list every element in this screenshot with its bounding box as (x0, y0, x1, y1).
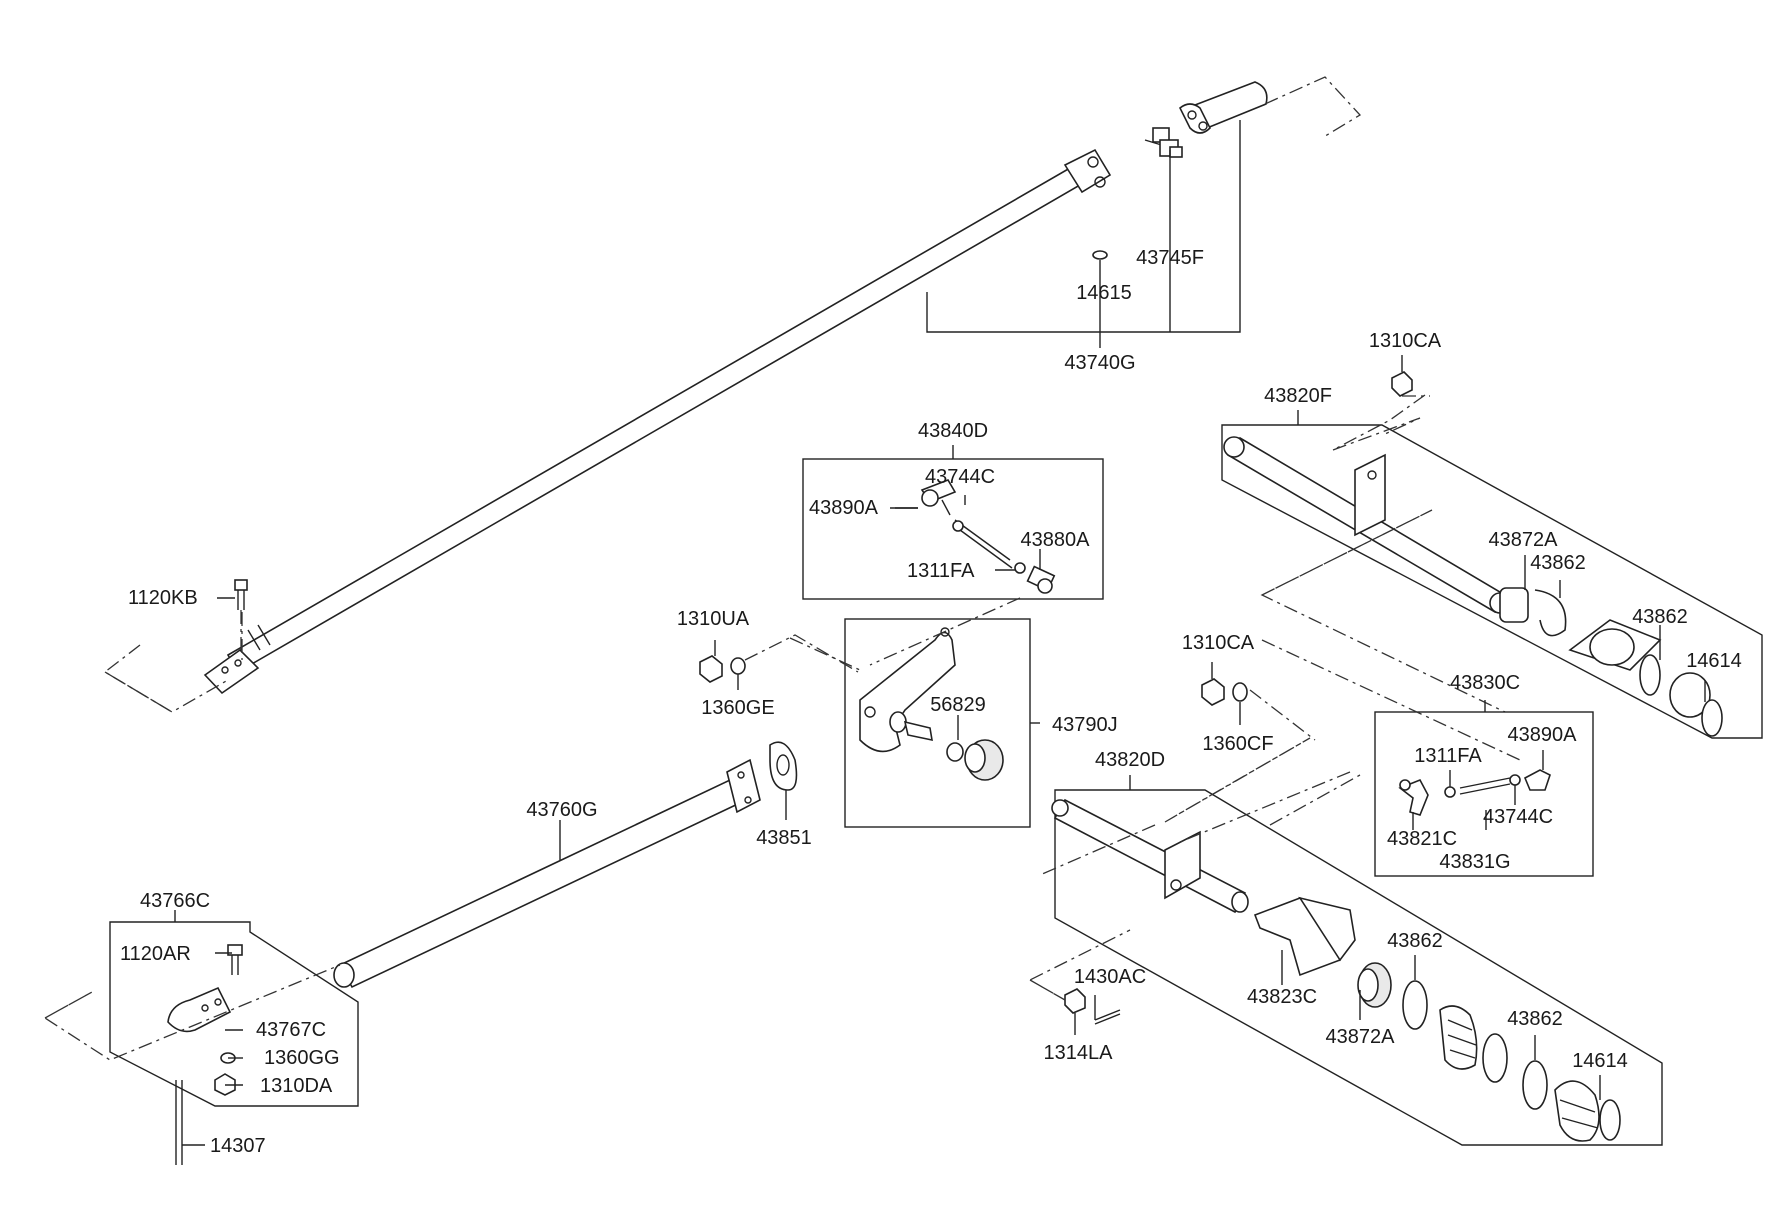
label-43862-c: 43862 (1387, 930, 1443, 952)
label-43862-a: 43862 (1530, 552, 1586, 574)
boot-bottom (1439, 1005, 1478, 1070)
label-1310CA-mid: 1310CA (1182, 632, 1255, 654)
washer-1360GE (730, 657, 746, 690)
label-1360GE: 1360GE (701, 697, 774, 719)
label-1310UA: 1310UA (677, 608, 750, 630)
label-14614-bottom: 14614 (1572, 1050, 1628, 1072)
snap-ring-43862-b (1639, 654, 1661, 696)
ring-14614-top (1701, 699, 1723, 737)
assembly-43830C (1179, 639, 1594, 877)
label-43872A-bottom: 43872A (1326, 1026, 1396, 1048)
label-1310DA: 1310DA (260, 1075, 333, 1097)
label-43744C-right: 43744C (1483, 806, 1553, 828)
label-43820F: 43820F (1264, 385, 1332, 407)
tie-rod-43880A (920, 479, 1056, 594)
bolt-1120KB (234, 579, 248, 650)
assembly-43790J (789, 597, 1040, 828)
label-43744C-top: 43744C (925, 466, 995, 488)
label-1311FA-right: 1311FA (1414, 745, 1482, 767)
bearing-43872A-top (1499, 587, 1529, 623)
label-43862-d: 43862 (1507, 1008, 1563, 1030)
universal-joint-cross (1144, 127, 1183, 158)
label-43830C: 43830C (1450, 672, 1520, 694)
nut-1314LA (1064, 988, 1086, 1035)
label-1120AR: 1120AR (120, 943, 191, 965)
nut-1310CA-top (1391, 355, 1413, 397)
washer-14615 (1092, 250, 1108, 260)
label-43880A: 43880A (1021, 529, 1091, 551)
label-1360GG: 1360GG (264, 1047, 340, 1069)
bracket-43823C (1253, 896, 1356, 985)
stud-14307 (175, 1080, 205, 1165)
label-43862-b: 43862 (1632, 606, 1688, 628)
label-43890A-top: 43890A (809, 497, 879, 519)
label-14307: 14307 (210, 1135, 266, 1157)
assembly-43766C (43, 910, 359, 1107)
label-43851: 43851 (756, 827, 812, 849)
snap-ring-43862-d (1522, 1060, 1548, 1110)
label-1360CF: 1360CF (1202, 733, 1273, 755)
label-56829: 56829 (930, 694, 986, 716)
label-43840D: 43840D (918, 420, 988, 442)
label-43790J: 43790J (1052, 714, 1118, 736)
label-1120KB: 1120KB (128, 587, 198, 609)
shaft-43760G (333, 741, 798, 989)
bushing-43790J (964, 739, 1004, 781)
label-43745F: 43745F (1136, 247, 1204, 269)
nut-1310UA (699, 640, 723, 683)
label-1310CA-top: 1310CA (1369, 330, 1442, 352)
bolt-1120AR (227, 944, 243, 975)
label-43821C: 43821C (1387, 828, 1457, 850)
label-43890A-right: 43890A (1508, 724, 1578, 746)
label-43740G: 43740G (1064, 352, 1135, 374)
label-14614-top: 14614 (1686, 650, 1742, 672)
boot-14614 (1554, 1080, 1600, 1142)
nut-1310CA-mid (1201, 662, 1225, 706)
clamp-43767C (167, 986, 232, 1033)
assembly-43840D (802, 445, 1104, 600)
assembly-43820F (1221, 355, 1763, 739)
snap-ring-43862-a (1534, 589, 1567, 637)
washer-56829 (946, 742, 964, 762)
gasket-43851 (769, 741, 798, 820)
snap-ring-43862-c (1402, 980, 1428, 1030)
label-43767C: 43767C (256, 1019, 326, 1041)
assembly-43820D (1039, 737, 1663, 1146)
cotter-pin-1430AC (1094, 995, 1121, 1025)
label-1311FA-top: 1311FA (907, 560, 975, 582)
washer-1360CF (1232, 682, 1248, 725)
label-43823C: 43823C (1247, 986, 1317, 1008)
label-43760G: 43760G (526, 799, 597, 821)
bearing-43872A-bottom (1357, 962, 1392, 1020)
label-43766C: 43766C (140, 890, 210, 912)
label-43872A-top: 43872A (1489, 529, 1559, 551)
label-1430AC: 1430AC (1074, 966, 1146, 988)
label-43820D: 43820D (1095, 749, 1165, 771)
ring-14614-bottom (1599, 1099, 1621, 1141)
label-14615: 14615 (1076, 282, 1132, 304)
label-43831G: 43831G (1439, 851, 1510, 873)
main-drive-shaft (103, 76, 1362, 713)
label-1314LA: 1314LA (1044, 1042, 1114, 1064)
